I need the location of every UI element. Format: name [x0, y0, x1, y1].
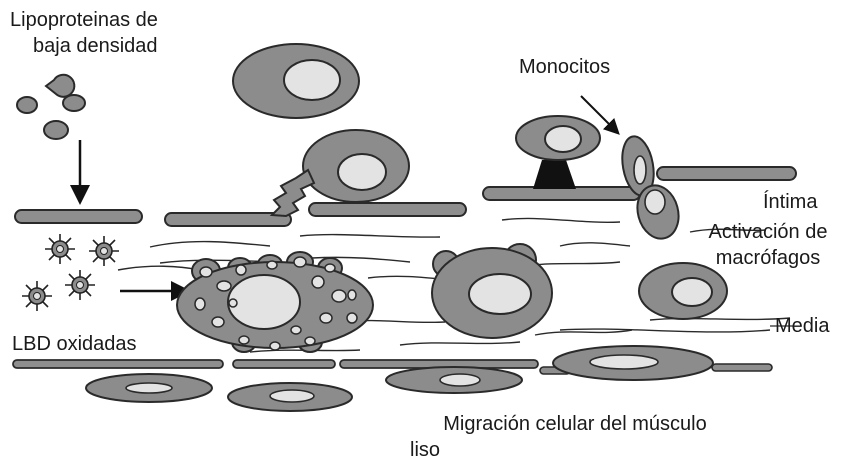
- fiber: [560, 243, 630, 246]
- smooth-muscle-cells: [86, 346, 713, 411]
- ldl-particle: [63, 95, 85, 111]
- ldl-particle-pacman: [46, 75, 74, 97]
- oxidized-ldl-particle: [22, 281, 52, 311]
- monocytes-label: Monocitos: [519, 55, 610, 79]
- fiber: [535, 330, 632, 335]
- monocyte-nucleus: [284, 60, 340, 100]
- endothelial-cell: [309, 203, 466, 216]
- monocyte-nucleus: [634, 156, 646, 184]
- oxidized-ldl-particle: [89, 236, 119, 266]
- fiber: [560, 329, 770, 332]
- oxidized-ldl-label: LBD oxidadas: [12, 332, 137, 356]
- ldl-label-line2: baja densidad: [33, 34, 158, 58]
- macrophage-nucleus: [672, 278, 712, 306]
- monocyte-nucleus: [545, 126, 581, 152]
- fiber: [300, 235, 440, 238]
- ldl-particle: [44, 121, 68, 139]
- activated-macrophage: [432, 244, 552, 338]
- adhesion-stalk: [533, 160, 576, 189]
- foam-cell: [177, 252, 373, 352]
- foam-cell-nucleus: [228, 275, 300, 329]
- oxidized-ldl-group: [22, 234, 119, 311]
- fiber: [502, 218, 620, 222]
- oxidized-ldl-particle: [65, 270, 95, 300]
- migration-label-line2: liso: [410, 438, 440, 462]
- fiber: [118, 266, 200, 270]
- fiber: [400, 342, 520, 345]
- ldl-label-line1: Lipoproteinas de: [10, 8, 158, 32]
- endothelial-cell: [657, 167, 796, 180]
- ldl-particles: [17, 75, 85, 139]
- ldl-particle: [17, 97, 37, 113]
- macrophage-nucleus: [469, 274, 531, 314]
- intima-label: Íntima: [763, 190, 817, 214]
- activation-label-line2: macrófagos: [694, 246, 842, 270]
- migration-label-line1: Migración celular del músculo: [400, 412, 750, 436]
- diapedesis-zigzag: [272, 170, 314, 216]
- monocyte-nucleus: [645, 190, 665, 214]
- activation-label-line1: Activación de: [694, 220, 842, 244]
- endothelial-cell: [15, 210, 142, 223]
- media-label: Media: [775, 314, 829, 338]
- oxidized-ldl-particle: [45, 234, 75, 264]
- fiber: [150, 242, 270, 247]
- monocyte-nucleus: [338, 154, 386, 190]
